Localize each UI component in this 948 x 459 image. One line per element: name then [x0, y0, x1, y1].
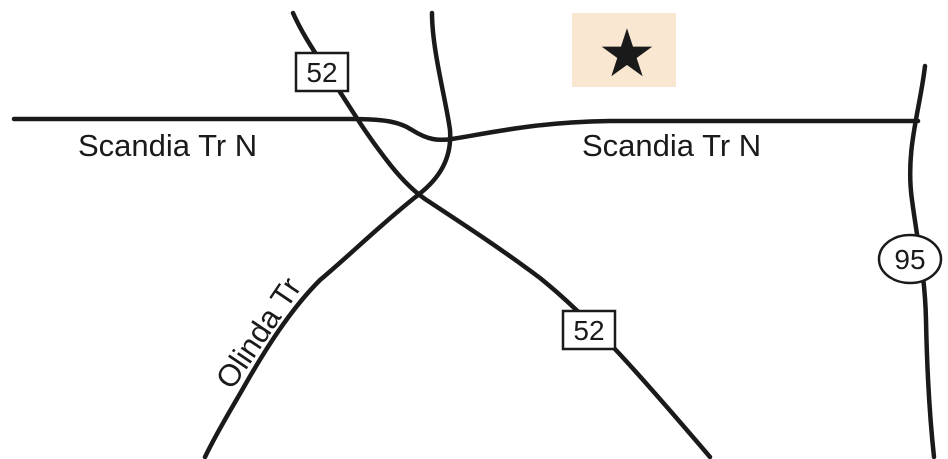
highway-52-shield-south: 52 — [561, 309, 617, 351]
road-label-scandia-east: Scandia Tr N — [582, 128, 761, 163]
road-label-scandia-west: Scandia Tr N — [78, 128, 257, 163]
location-marker-background — [572, 13, 676, 87]
shield-oval — [877, 233, 943, 285]
shield-box — [561, 309, 617, 351]
highway-52-shield-north: 52 — [294, 51, 350, 93]
shield-number: 52 — [306, 57, 337, 88]
shield-box — [294, 51, 350, 93]
road-olinda-tr — [202, 10, 453, 459]
shield-number: 95 — [894, 244, 925, 275]
location-marker[interactable]: ★ — [572, 13, 676, 92]
highway-95-shield: 95 — [877, 233, 943, 285]
star-icon: ★ — [597, 15, 656, 92]
road-scandia-tr-n — [11, 116, 921, 143]
road-label-olinda: Olinda Tr — [209, 271, 308, 395]
shield-number: 52 — [573, 315, 604, 346]
